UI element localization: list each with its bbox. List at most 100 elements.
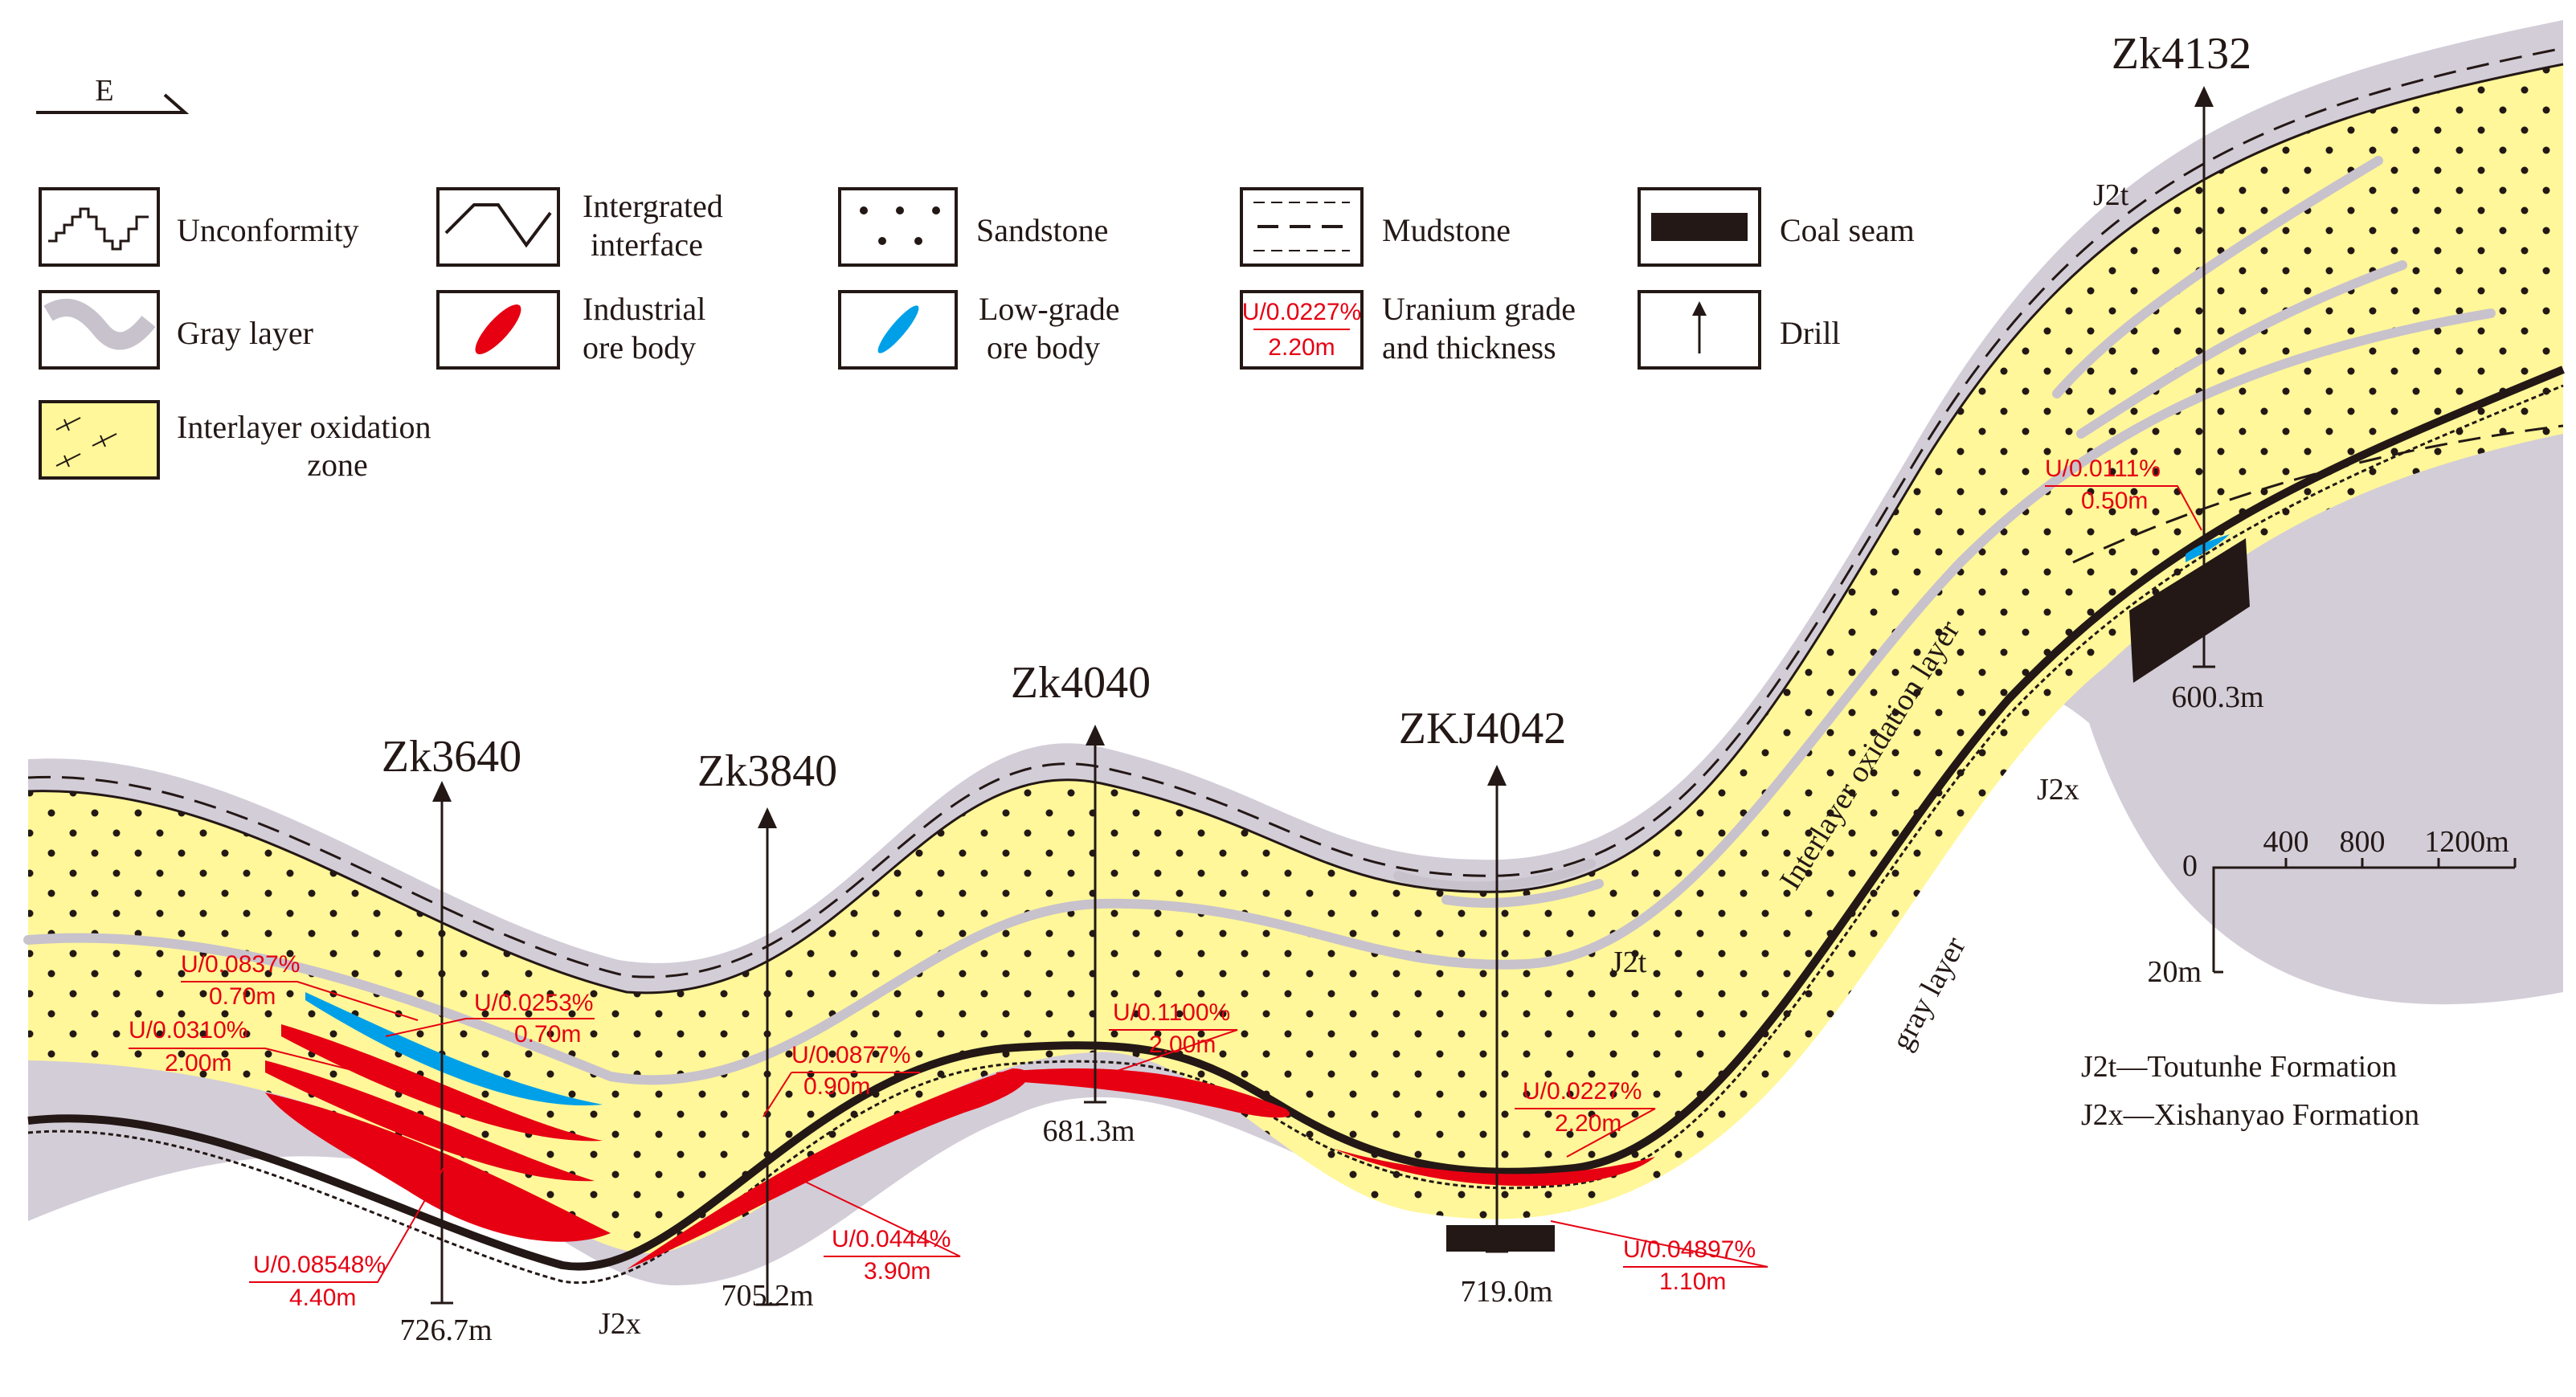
svg-text:interface: interface: [591, 227, 703, 263]
legend-gray-layer: Gray layer: [39, 290, 313, 370]
drill-depth-zk3640: 726.7m: [399, 1313, 492, 1347]
svg-text:Interlayer oxidation: Interlayer oxidation: [177, 409, 431, 445]
grade-10-value: U/0.0111%: [2045, 455, 2161, 482]
mudstone-icon: [1253, 202, 1350, 251]
grade-3-value: U/0.0253%: [474, 990, 593, 1016]
grade-1-thickness: 0.70m: [209, 983, 276, 1010]
drill-name-zk4040: Zk4040: [1011, 658, 1151, 708]
svg-text:ore body: ore body: [987, 329, 1100, 366]
bottom-boundary: [27, 384, 2564, 1285]
formation-label-j2x-right: J2x: [2037, 773, 2079, 807]
drill-holes: [431, 96, 2215, 1306]
drill-arrows: [432, 86, 2214, 828]
sandstone-dots: [28, 64, 2563, 1254]
grade-8-thickness: 2.20m: [1555, 1110, 1621, 1137]
lower-mudstone-dash: [2072, 424, 2564, 564]
grade-4-value: U/0.08548%: [253, 1252, 386, 1278]
direction-indicator: E: [36, 74, 190, 114]
drill-depth-zk4132: 600.3m: [2171, 680, 2263, 714]
grade-8-value: U/0.0227%: [1523, 1078, 1642, 1105]
svg-text:Sandstone: Sandstone: [976, 212, 1108, 248]
drill-depth-zkj4042: 719.0m: [1460, 1275, 1552, 1309]
grade-2-value: U/0.0310%: [129, 1017, 247, 1044]
legend-uranium-grade: U/0.0227% 2.20m Uranium grade and thickn…: [1240, 290, 1576, 370]
svg-text:Gray layer: Gray layer: [177, 315, 313, 351]
svg-text:Coal seam: Coal seam: [1780, 212, 1915, 248]
legend-industrial-ore: Industrial ore body: [436, 290, 705, 370]
formation-key: J2t—Toutunhe Formation J2x—Xishanyao For…: [2081, 1050, 2419, 1132]
legend-coal-seam: Coal seam: [1638, 187, 1915, 267]
svg-text:Drill: Drill: [1780, 315, 1841, 351]
grade-9-thickness: 1.10m: [1659, 1268, 1726, 1295]
scale-zero: 0: [2182, 849, 2198, 883]
grade-10-thickness: 0.50m: [2081, 488, 2148, 514]
grade-2-thickness: 2.00m: [165, 1050, 231, 1076]
coal-seam-line: [27, 366, 2565, 1271]
legend-drill: Drill: [1638, 290, 1841, 370]
section-body: [23, 20, 2565, 1285]
legend-oxidation-zone: Interlayer oxidation zone: [39, 400, 431, 483]
drill-name-zkj4042: ZKJ4042: [1399, 704, 1566, 754]
drill-name-zk3640: Zk3640: [382, 732, 521, 782]
formation-key-j2x: J2x—Xishanyao Formation: [2081, 1098, 2419, 1132]
svg-text:Uranium grade: Uranium grade: [1382, 291, 1576, 327]
grade-7-thickness: 2.00m: [1149, 1031, 1216, 1058]
coal-block-zk4132: [2129, 538, 2250, 683]
oxidation-zone-icon: [55, 417, 117, 468]
low-grade-ore-icon: [877, 305, 919, 353]
gray-interbeds: [23, 156, 2496, 1085]
sandstone-icon: [860, 206, 940, 245]
formation-label-j2t-upper: J2t: [2093, 178, 2129, 212]
legend-sandstone: Sandstone: [838, 187, 1108, 267]
drill-depth-zk3840: 705.2m: [721, 1279, 813, 1313]
direction-label: E: [95, 74, 113, 108]
grade-5-value: U/0.0877%: [791, 1042, 910, 1068]
svg-text:Low-grade: Low-grade: [979, 291, 1119, 327]
gray-layer-band: [28, 20, 2563, 1285]
grade-4-thickness: 4.40m: [289, 1285, 356, 1311]
low-grade-ore-bodies: [305, 534, 2230, 1106]
grade-7-value: U/0.1100%: [1113, 999, 1230, 1026]
coal-seam-icon: [1651, 213, 1748, 241]
industrial-ore-bodies: [265, 1024, 1655, 1269]
drill-name-zk4132: Zk4132: [2112, 29, 2251, 79]
grade-5-thickness: 0.90m: [803, 1073, 870, 1100]
grade-9-value: U/0.04897%: [1623, 1236, 1756, 1263]
svg-text:and thickness: and thickness: [1382, 329, 1556, 366]
scale-400: 400: [2263, 825, 2309, 859]
svg-text:ore body: ore body: [583, 329, 696, 366]
scale-bar: 0 400 800 1200m 20m: [2147, 825, 2517, 989]
svg-text:Industrial: Industrial: [583, 291, 705, 327]
formation-label-j2t-middle: J2t: [1611, 946, 1647, 979]
legend-integrated-interface: Intergrated interface: [436, 187, 723, 267]
uranium-grade-sample: U/0.0227%: [1242, 299, 1361, 325]
drill-icon: [1692, 301, 1707, 353]
grade-6-value: U/0.0444%: [832, 1226, 951, 1252]
legend: Unconformity Intergrated interface Sands…: [39, 187, 1915, 483]
formation-key-j2t: J2t—Toutunhe Formation: [2081, 1050, 2397, 1084]
svg-text:Intergrated: Intergrated: [583, 188, 723, 224]
svg-text:Unconformity: Unconformity: [177, 212, 359, 248]
svg-text:zone: zone: [307, 447, 368, 483]
integrated-interface-icon: [444, 203, 552, 248]
gray-layer-icon: [43, 298, 156, 350]
industrial-ore-icon: [475, 304, 521, 354]
gray-layer-label: gray layer: [1885, 931, 1973, 1056]
scale-vertical: 20m: [2147, 955, 2202, 989]
scale-1200: 1200m: [2424, 825, 2509, 859]
legend-mudstone: Mudstone: [1240, 187, 1511, 267]
scale-800: 800: [2340, 825, 2386, 859]
grade-1-value: U/0.0837%: [181, 951, 300, 978]
drill-name-zk3840: Zk3840: [697, 746, 837, 796]
formation-label-j2x-bottom: J2x: [599, 1307, 641, 1341]
uranium-thickness-sample: 2.20m: [1268, 334, 1335, 361]
svg-text:Mudstone: Mudstone: [1382, 212, 1511, 248]
grade-6-thickness: 3.90m: [864, 1258, 930, 1285]
unconformity-icon: [48, 207, 149, 251]
legend-unconformity: Unconformity: [39, 187, 359, 267]
grade-leaders: [129, 485, 2202, 1283]
coal-block-zkj4042: [1446, 1225, 1555, 1252]
legend-low-grade-ore: Low-grade ore body: [838, 290, 1119, 370]
grade-3-thickness: 0.70m: [514, 1021, 581, 1048]
